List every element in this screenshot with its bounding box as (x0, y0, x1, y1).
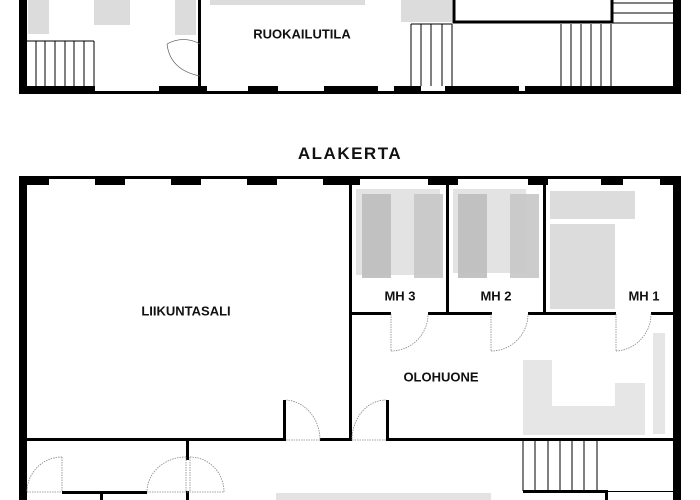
bed (362, 194, 391, 278)
room-label-liikuntasali: LIIKUNTASALI (141, 303, 231, 319)
bottom-wall (19, 86, 681, 94)
enclosed-room (452, 0, 614, 24)
lower-floor-plan (19, 176, 681, 500)
furniture-block (94, 0, 130, 25)
room-label-mh3: MH 3 (384, 288, 416, 304)
door-swing (351, 399, 387, 441)
bedroom-bottom-wall (349, 312, 673, 315)
staircase (410, 23, 453, 86)
staircase (560, 24, 612, 86)
room-label-olohuone: OLOHUONE (403, 369, 479, 385)
bed (414, 194, 443, 278)
furniture-table (210, 0, 365, 5)
staircase (522, 441, 598, 491)
sofa (523, 360, 645, 435)
shelf (653, 333, 665, 434)
door-swing (166, 43, 201, 77)
furniture-block (401, 0, 452, 22)
interior-wall (62, 440, 189, 500)
door-swing (285, 399, 321, 441)
interior-wall (19, 400, 352, 441)
room-label-ruokailutila: RUOKAILUTILA (253, 26, 351, 42)
outer-wall (19, 0, 27, 94)
room-label-mh2: MH 2 (480, 288, 512, 304)
outer-wall (19, 176, 27, 500)
furniture-block (28, 0, 49, 34)
room-label-mh1: MH 1 (628, 288, 660, 304)
staircase (27, 40, 95, 86)
bed (510, 194, 539, 278)
floor-title: ALAKERTA (297, 144, 403, 163)
staircase (612, 0, 673, 24)
bed (458, 194, 487, 278)
interior-wall (543, 176, 546, 314)
interior-wall (523, 490, 673, 500)
outer-wall (673, 0, 681, 94)
furniture-block (550, 191, 635, 219)
upper-floor-plan (19, 0, 681, 94)
bench (276, 493, 491, 500)
door-swing (390, 313, 652, 352)
bed (550, 224, 615, 309)
interior-wall (446, 176, 449, 314)
interior-wall (349, 176, 352, 440)
outer-wall (673, 176, 681, 500)
door-swing (26, 456, 225, 493)
door-swing (166, 39, 201, 45)
interior-wall (386, 400, 673, 441)
furniture-block (175, 0, 196, 35)
interior-wall (198, 0, 201, 86)
